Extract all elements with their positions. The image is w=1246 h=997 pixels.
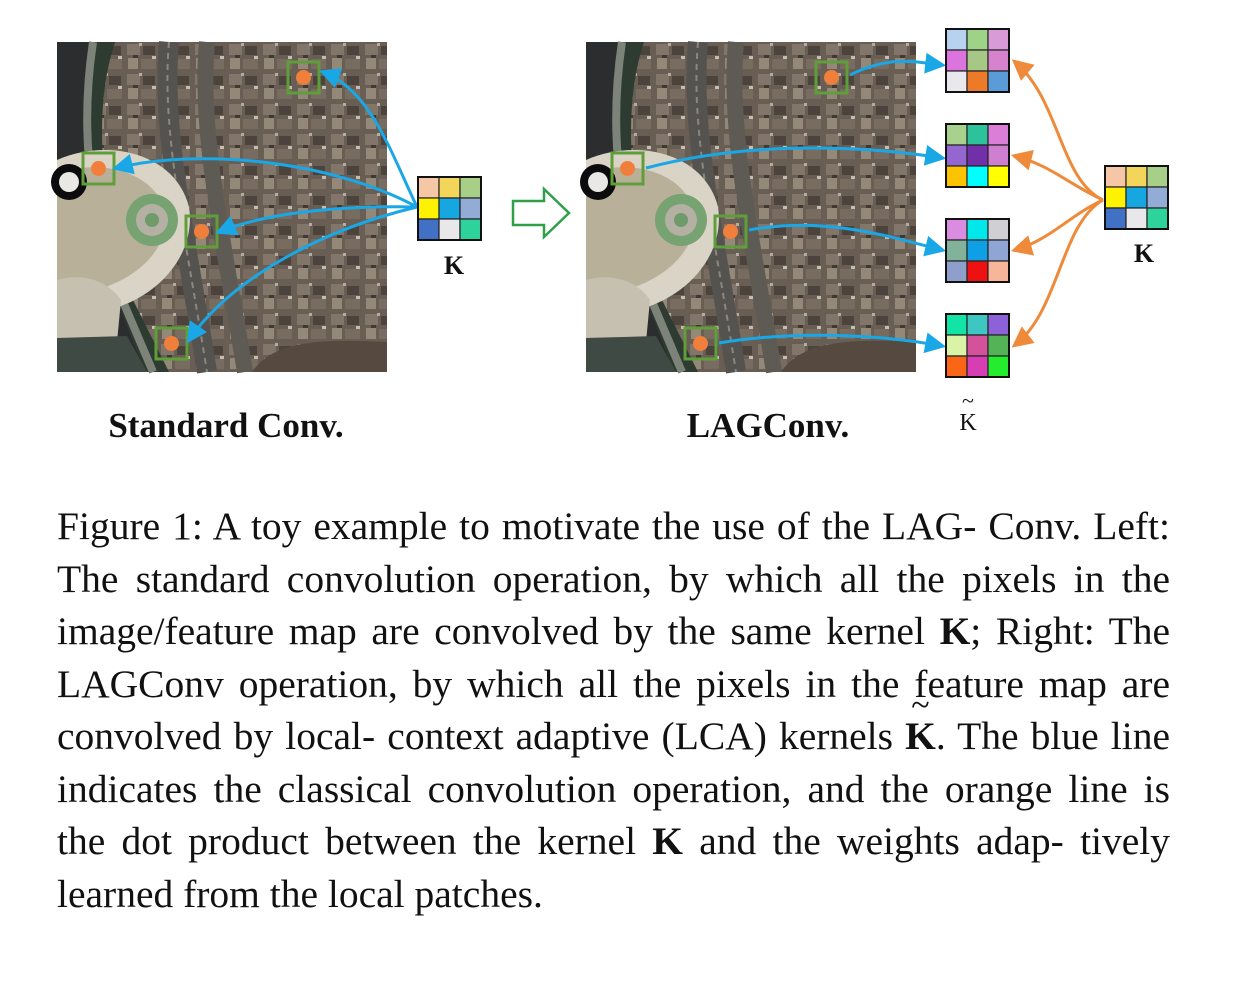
orange-arrows [1015, 62, 1103, 345]
kernel-K-right-cell [1147, 166, 1168, 187]
kernel-symbol: K [940, 609, 971, 653]
caption-line: and the weights adap- [683, 819, 1064, 863]
lca-kernel-cell [946, 166, 967, 187]
caption-line: context adaptive (LCA) kernels [387, 714, 905, 758]
standard-satellite-image [51, 42, 387, 372]
kernel-K-right-cell [1126, 166, 1147, 187]
lca-kernel-cell [988, 261, 1009, 282]
lca-kernel-grids [946, 29, 1009, 377]
lca-kernel-cell [946, 219, 967, 240]
lca-kernel-cell [967, 335, 988, 356]
lca-kernel-symbol: ~K [905, 710, 936, 763]
lca-kernel-cell [988, 314, 1009, 335]
kernel-K-cell [460, 219, 481, 240]
lca-kernel-cell [967, 261, 988, 282]
lca-kernel-cell [946, 71, 967, 92]
kernel-K-cell [418, 219, 439, 240]
lca-kernel-cell [967, 50, 988, 71]
lca-kernel-cell [967, 356, 988, 377]
kernel-K-right-cell [1105, 208, 1126, 229]
lca-kernel-cell [967, 219, 988, 240]
lca-kernel-cell [988, 166, 1009, 187]
lca-kernel-cell [946, 261, 967, 282]
kernel-K-cell [418, 177, 439, 198]
lca-kernel-cell [967, 29, 988, 50]
kernel-K-right-cell [1126, 208, 1147, 229]
lca-kernel-cell [988, 124, 1009, 145]
lagconv-label: LAGConv. [687, 406, 849, 445]
figure: K K ~ K Standard Conv. LAGConv. [0, 0, 1246, 470]
lca-kernel-cell [967, 240, 988, 261]
lca-kernel-cell [967, 124, 988, 145]
kernel-K-cell [460, 198, 481, 219]
lca-kernel-cell [967, 145, 988, 166]
kernel-K-right-cell [1147, 208, 1168, 229]
caption-line: the dot product between the kernel [57, 819, 652, 863]
lagconv-satellite-image [580, 42, 916, 372]
figure-caption: Figure 1: A toy example to motivate the … [57, 500, 1170, 920]
lca-kernel-cell [967, 166, 988, 187]
kernel-K-cell [439, 198, 460, 219]
kernel-K-right-cell [1147, 187, 1168, 208]
lca-kernel-cell [988, 240, 1009, 261]
kernel-K-cell [460, 177, 481, 198]
adaptive-kernel-label: K [959, 410, 977, 436]
caption-line: the classical convolution operation, and… [213, 767, 1170, 811]
kernel-K-right-cell [1126, 187, 1147, 208]
kernel-K-cell [439, 177, 460, 198]
lca-kernel-cell [988, 50, 1009, 71]
kernel-K-right-label: K [1134, 239, 1155, 268]
lca-kernel-cell [946, 335, 967, 356]
lca-kernel-cell [988, 335, 1009, 356]
kernel-K-right-cell [1105, 187, 1126, 208]
lca-kernel-cell [946, 124, 967, 145]
kernel-K-label: K [444, 251, 465, 280]
lca-kernel-cell [988, 71, 1009, 92]
lca-kernel-cell [967, 71, 988, 92]
lca-kernel-cell [988, 29, 1009, 50]
kernel-K-cell [439, 219, 460, 240]
transition-arrow-icon [513, 189, 569, 237]
lca-kernel-cell [988, 145, 1009, 166]
caption-line: Figure 1: A toy example to motivate the … [57, 504, 976, 548]
lca-kernel-cell [946, 50, 967, 71]
lca-kernel-cell [946, 240, 967, 261]
standard-conv-label: Standard Conv. [108, 406, 343, 445]
kernel-symbol: K [652, 819, 683, 863]
caption-line: same kernel [730, 609, 939, 653]
lca-kernel-cell [946, 29, 967, 50]
lca-kernel-cell [946, 314, 967, 335]
lca-kernel-cell [967, 314, 988, 335]
kernel-K-grid [418, 177, 481, 240]
kernel-K-right-cell [1105, 166, 1126, 187]
lca-kernel-cell [988, 219, 1009, 240]
kernel-K-right-grid [1105, 166, 1168, 229]
lca-kernel-cell [946, 145, 967, 166]
lca-kernel-cell [946, 356, 967, 377]
tilde-mark: ~ [905, 680, 936, 733]
lca-kernel-cell [988, 356, 1009, 377]
kernel-K-cell [418, 198, 439, 219]
